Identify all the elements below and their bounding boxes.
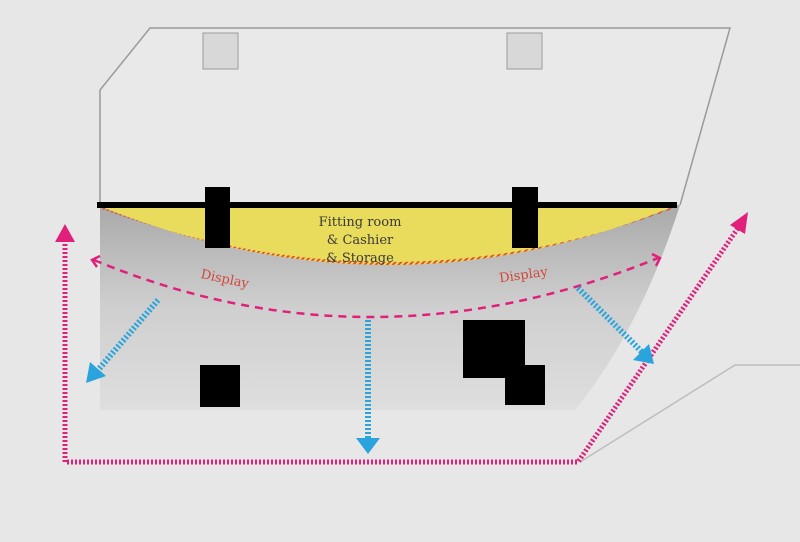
display-arc-end-left	[90, 254, 101, 268]
pillar-right	[512, 187, 538, 248]
store-floor	[100, 205, 680, 410]
display-arc-end-right	[651, 252, 662, 267]
back-area-label-3: & Storage	[326, 251, 394, 266]
circulation-arrow-right	[730, 212, 748, 234]
back-area-hatch	[97, 205, 677, 265]
flow-arrowhead-right	[633, 344, 654, 364]
flow-arrows	[86, 285, 654, 454]
fixture-left	[200, 365, 240, 407]
fixture-right-b	[505, 365, 545, 405]
wall	[97, 202, 677, 208]
flow-arrow-left	[95, 298, 161, 372]
display-arc	[93, 256, 659, 319]
circulation-arrow-left	[55, 224, 75, 242]
pillar-left	[205, 187, 230, 248]
neighbor-outline	[579, 364, 800, 463]
column-top-left	[202, 32, 239, 70]
flow-arrow-right	[575, 285, 645, 355]
column-top-right	[506, 32, 543, 70]
circulation-path	[62, 226, 741, 465]
display-label-right: Display	[498, 265, 549, 287]
back-area-label-1: Fitting room	[319, 215, 402, 230]
back-area-label-2: & Cashier	[327, 233, 394, 248]
building-outline	[99, 27, 731, 206]
flow-arrowhead-left	[86, 362, 106, 383]
flow-arrowhead-center	[356, 438, 380, 454]
